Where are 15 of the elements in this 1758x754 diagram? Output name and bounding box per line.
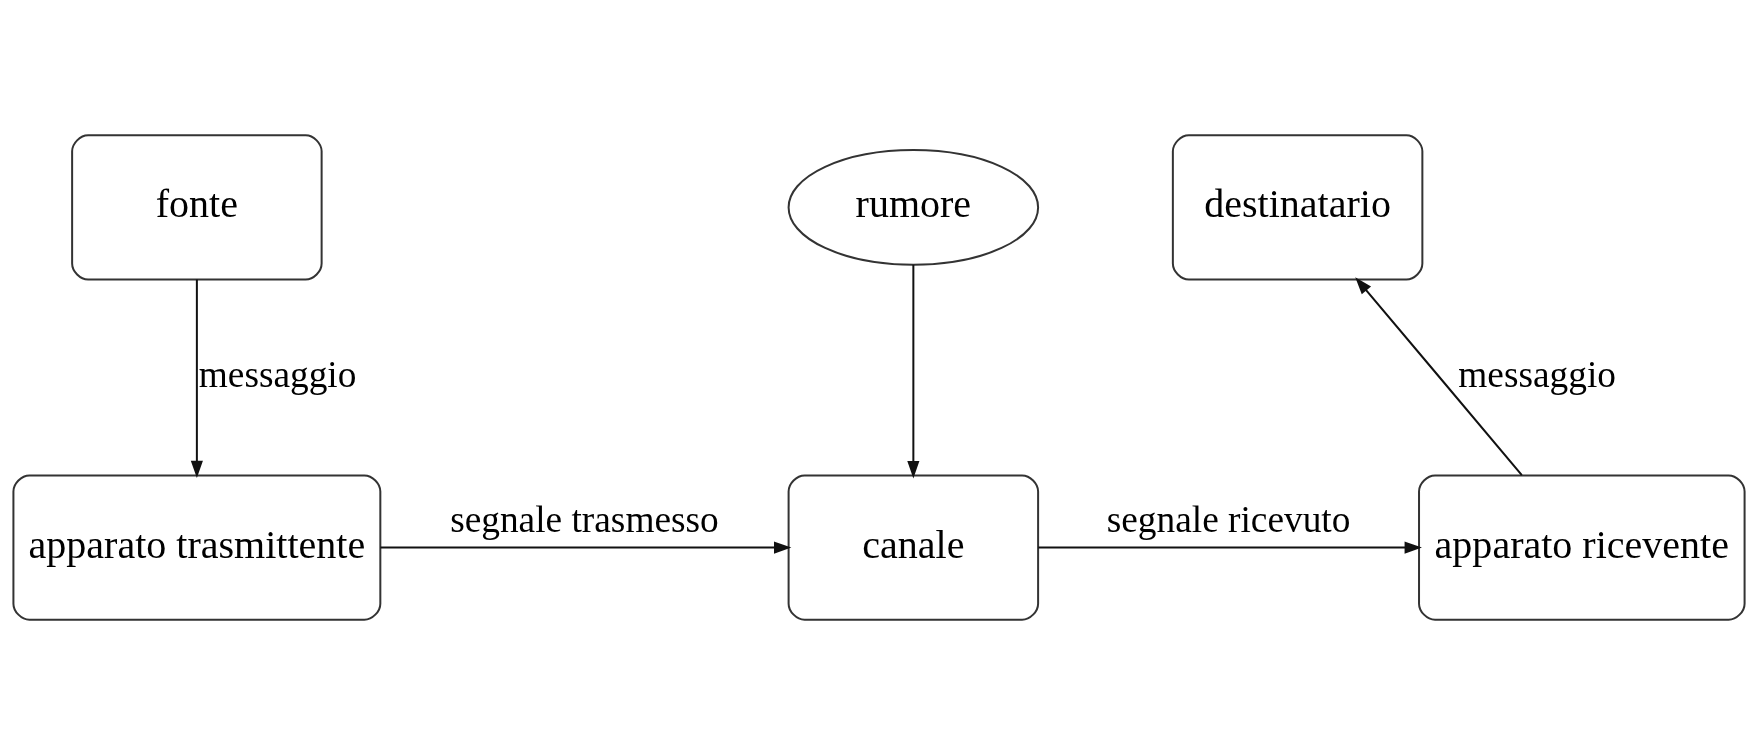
- arrow: [1355, 276, 1523, 476]
- arrow: [190, 278, 203, 478]
- arrow: [1037, 541, 1422, 554]
- edge-label: segnale trasmesso: [450, 498, 719, 540]
- node-box: apparato trasmittente: [12, 474, 382, 621]
- edge-label: messaggio: [198, 353, 357, 395]
- node-box: apparato ricevente: [1418, 474, 1746, 621]
- node-ellipse: rumore: [787, 148, 1040, 266]
- edge-label: messaggio: [1458, 353, 1616, 395]
- node-box: destinatario: [1171, 133, 1424, 280]
- arrow: [907, 263, 920, 478]
- node-box: fonte: [71, 133, 323, 280]
- edge-label: segnale ricevuto: [1106, 498, 1351, 540]
- node-box: canale: [787, 474, 1040, 621]
- arrow: [379, 541, 792, 554]
